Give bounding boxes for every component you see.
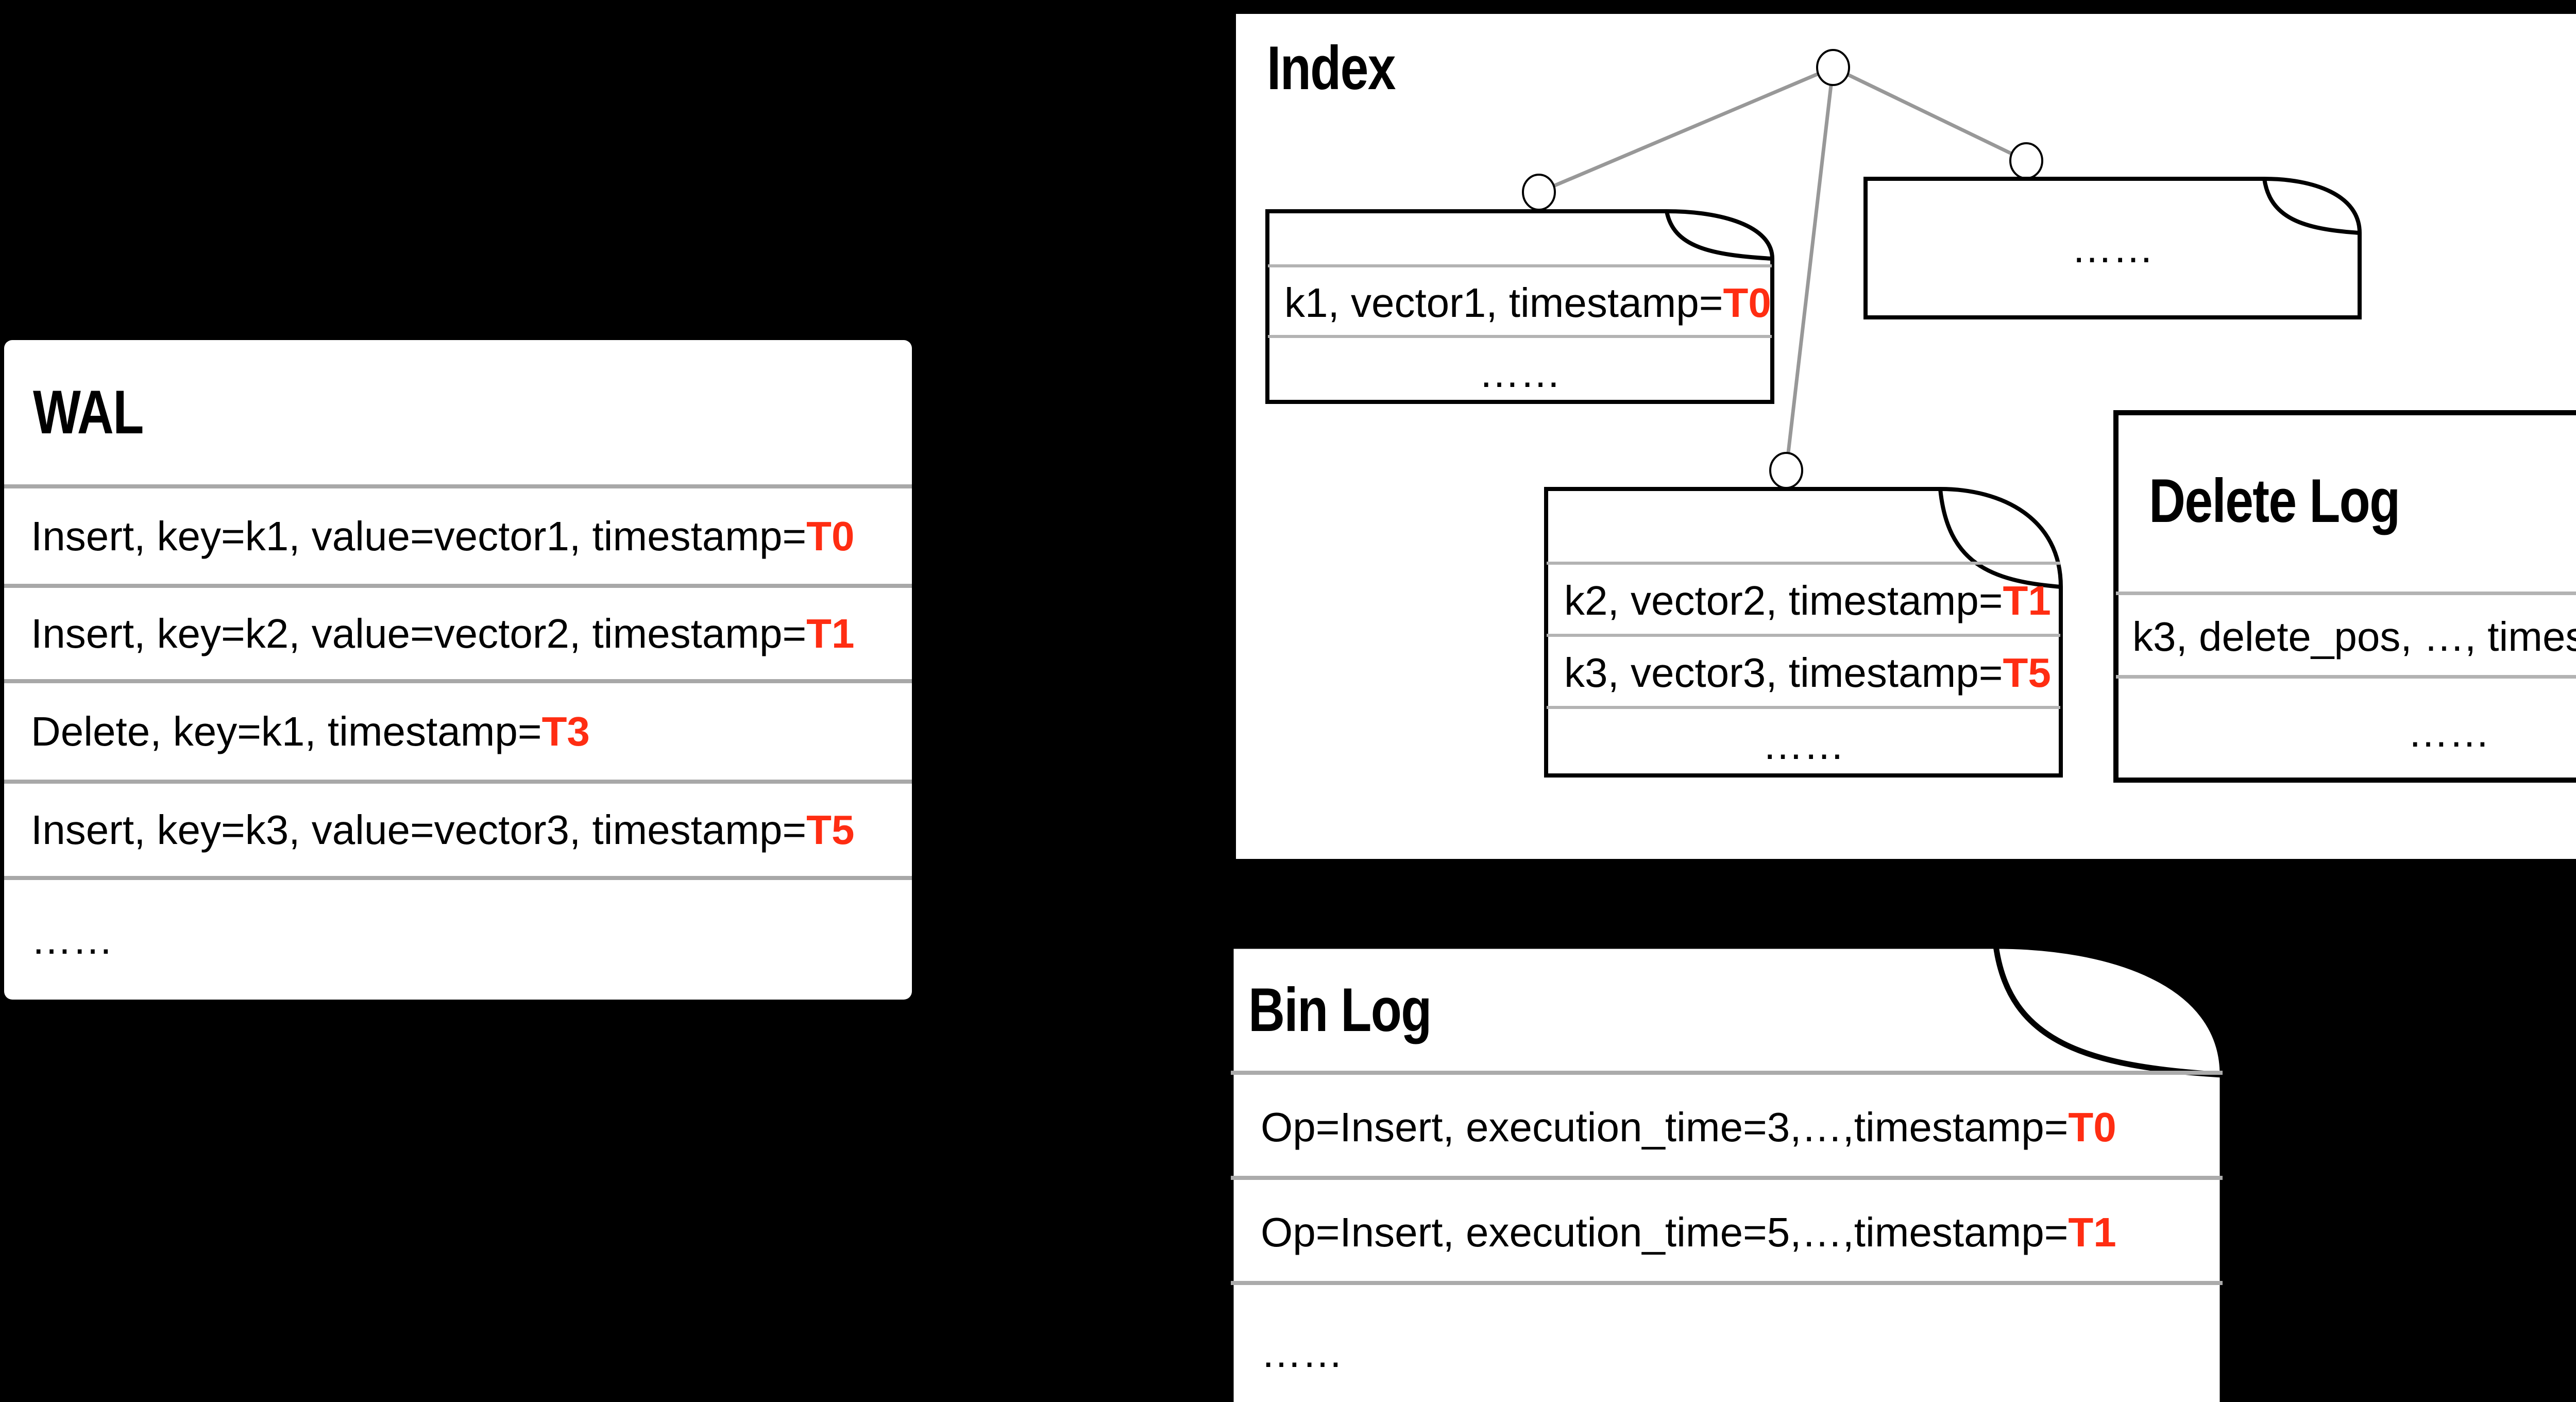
doc-row-binlog-t0: Op=Insert, execution_time=3,…,timestamp=… <box>1231 1071 2223 1180</box>
page-curl-icon <box>1265 209 1774 404</box>
tree-left-node-icon <box>1522 174 1556 211</box>
wal-row-insert-k1: Insert, key=k1, value=vector1, timestamp… <box>4 484 912 584</box>
tree-edge-root-middle <box>1784 67 1835 471</box>
wal-box: WAL Insert, key=k1, value=vector1, times… <box>4 340 912 1000</box>
doc-row-ellipsis: …… <box>1547 706 2060 781</box>
row-timestamp: T5 <box>806 806 855 853</box>
row-text: …… <box>2408 710 2490 755</box>
tree-edge-root-left <box>1538 65 1834 194</box>
wal-title-area: WAL <box>33 340 167 484</box>
row-timestamp: T1 <box>806 610 855 656</box>
index-segment-doc-k1: k1, vector1, timestamp=T0 …… <box>1265 209 1775 404</box>
wal-title: WAL <box>33 378 144 447</box>
row-text: Insert, key=k2, value=vector2, timestamp… <box>31 610 807 656</box>
bin-log-title: Bin Log <box>1248 975 1432 1044</box>
bin-log-doc: Bin Log Op=Insert, execution_time=3,…,ti… <box>1228 943 2226 1402</box>
row-text: k1, vector1, timestamp= <box>1284 279 1723 326</box>
row-text: …… <box>1762 722 1845 768</box>
doc-row-ellipsis: …… <box>1268 335 1772 408</box>
row-timestamp: T1 <box>2068 1209 2116 1255</box>
doc-row-ellipsis: …… <box>1231 1281 2223 1402</box>
row-timestamp: T0 <box>806 513 855 559</box>
index-title-area: Index <box>1267 32 1423 104</box>
index-segment-doc-more: …… <box>1863 176 2362 320</box>
doc-row-ellipsis: …… <box>2116 675 2576 787</box>
index-title: Index <box>1267 33 1396 103</box>
row-text: Insert, key=k3, value=vector3, timestamp… <box>31 806 807 853</box>
row-text: k3, delete_pos, …, timestamp= <box>2132 614 2576 660</box>
row-timestamp: T3 <box>541 708 590 754</box>
wal-row-insert-k2: Insert, key=k2, value=vector2, timestamp… <box>4 584 912 679</box>
delete-log-title: Delete Log <box>2149 466 2400 535</box>
tree-right-node-icon <box>2009 142 2043 179</box>
tree-middle-node-icon <box>1769 452 1803 489</box>
wal-row-delete-k1: Delete, key=k1, timestamp=T3 <box>4 679 912 780</box>
page-curl-icon <box>1544 487 2063 778</box>
row-text: Delete, key=k1, timestamp= <box>31 708 542 754</box>
doc-row-k3: k3, vector3, timestamp=T5 <box>1547 634 2060 709</box>
row-text: Op=Insert, execution_time=3,…,timestamp= <box>1261 1104 2069 1150</box>
doc-row-k2: k2, vector2, timestamp=T1 <box>1547 562 2060 637</box>
tree-edge-root-right <box>1832 65 2027 163</box>
index-segment-doc-k2-k3: k2, vector2, timestamp=T1 k3, vector3, t… <box>1544 486 2063 778</box>
row-text: k2, vector2, timestamp= <box>1564 578 2003 623</box>
page-curl-icon <box>1863 177 2362 319</box>
row-text: k3, vector3, timestamp= <box>1564 650 2003 696</box>
row-text: Op=Insert, execution_time=5,…,timestamp= <box>1261 1209 2069 1255</box>
wal-row-insert-k3: Insert, key=k3, value=vector3, timestamp… <box>4 780 912 876</box>
wal-row-ellipsis: …… <box>4 876 912 1000</box>
page-curl-icon <box>1228 943 2226 1402</box>
row-timestamp: T5 <box>2003 650 2051 696</box>
row-timestamp: T0 <box>1723 279 1771 326</box>
row-text: …… <box>31 917 113 962</box>
row-text: …… <box>1479 349 1561 396</box>
row-text: Insert, key=k1, value=vector1, timestamp… <box>31 513 807 559</box>
row-text: …… <box>2071 225 2154 271</box>
doc-row-k3-delete: k3, delete_pos, …, timestamp=T3 <box>2116 592 2576 679</box>
tree-root-node-icon <box>1816 49 1850 86</box>
row-text: …… <box>1261 1330 1343 1376</box>
doc-row-binlog-t1: Op=Insert, execution_time=5,…,timestamp=… <box>1231 1176 2223 1285</box>
page-curl-icon <box>2113 410 2576 783</box>
bin-log-title-area: Bin Log <box>1248 948 1471 1072</box>
row-timestamp: T0 <box>2068 1104 2116 1150</box>
doc-row-ellipsis: …… <box>1866 176 2359 320</box>
delete-log-title-area: Delete Log <box>2149 410 2454 592</box>
row-timestamp: T1 <box>2003 578 2051 623</box>
delete-log-doc: Delete Log k3, delete_pos, …, timestamp=… <box>2113 410 2576 783</box>
doc-row-k1: k1, vector1, timestamp=T0 <box>1268 264 1772 338</box>
